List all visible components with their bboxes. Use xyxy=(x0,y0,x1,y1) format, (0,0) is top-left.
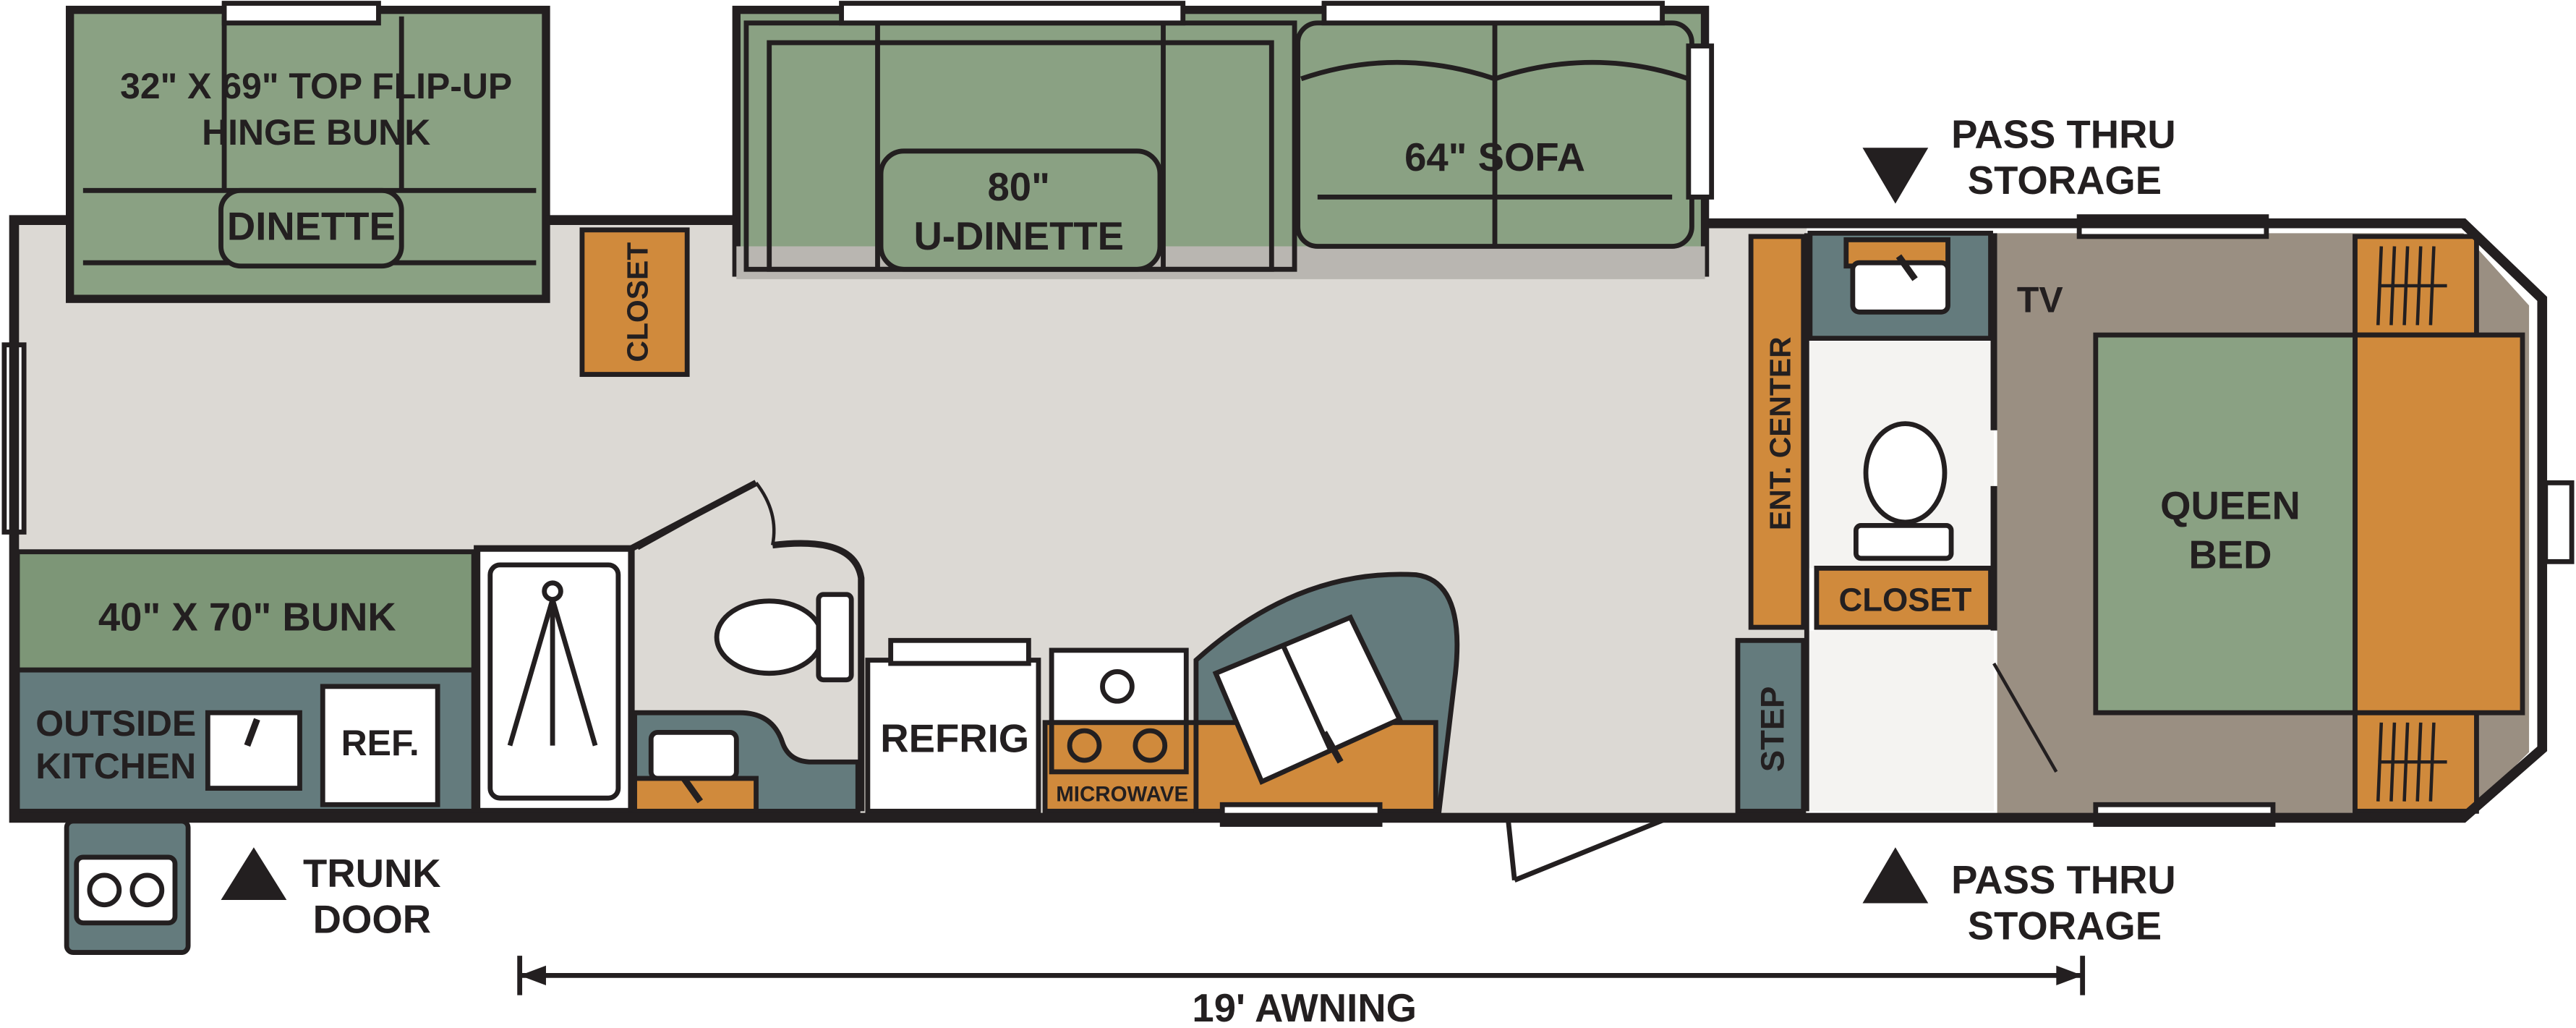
label-queen-bed-1: QUEEN xyxy=(2160,483,2300,527)
closet-front xyxy=(579,227,690,377)
window xyxy=(839,1,1186,26)
closet-bath xyxy=(1814,566,1993,630)
toilet-icon xyxy=(714,592,854,683)
entry-door xyxy=(1505,817,1517,881)
awning-arrow-left xyxy=(519,965,546,985)
queen-bed xyxy=(2093,332,2358,715)
awning-arrow-right xyxy=(2056,965,2083,985)
label-step: STEP xyxy=(1754,687,1791,773)
label-bunk: 40" X 70" BUNK xyxy=(98,595,396,640)
label-pass-thru-top-2: STORAGE xyxy=(1968,158,2162,203)
faucet xyxy=(1895,254,1918,281)
headboard xyxy=(2353,332,2525,715)
label-u-dinette-2: U-DINETTE xyxy=(913,214,1123,258)
window xyxy=(1686,43,1715,200)
label-trunk-door-2: DOOR xyxy=(313,897,431,941)
stove-burner-icon xyxy=(1067,728,1102,763)
u-dinette-table xyxy=(878,148,1163,272)
label-ent-center: ENT. CENTER xyxy=(1764,336,1797,530)
bunk-area xyxy=(14,549,477,673)
window xyxy=(221,1,381,26)
refrigerator-top xyxy=(888,637,1031,666)
toilet-icon xyxy=(1854,421,1954,561)
stove xyxy=(1049,647,1189,726)
bath-door xyxy=(636,481,757,551)
stove-burner-icon xyxy=(129,872,165,908)
shower-icon xyxy=(507,580,598,747)
hangers-top xyxy=(2376,246,2447,326)
label-dinette: DINETTE xyxy=(227,204,396,248)
label-awning: 19' AWNING xyxy=(1192,986,1417,1028)
label-pass-thru-bottom-2: STORAGE xyxy=(1968,904,2162,948)
sink-icon xyxy=(648,730,739,781)
ent-center xyxy=(1748,234,1807,630)
window xyxy=(2543,480,2575,564)
step xyxy=(1735,637,1807,814)
triangle-arrow-icon xyxy=(1862,847,1929,904)
label-trunk-door-1: TRUNK xyxy=(303,851,441,896)
label-pass-thru-bottom-1: PASS THRU xyxy=(1951,858,2176,902)
stove-burner-icon xyxy=(1100,669,1135,704)
label-closet-front: CLOSET xyxy=(621,242,654,362)
label-tv: TV xyxy=(2017,279,2063,320)
small-ref xyxy=(320,684,440,807)
triangle-arrow-icon xyxy=(1862,148,1929,204)
label-outside-kitchen-1: OUTSIDE xyxy=(35,703,196,744)
label-sofa: 64" SOFA xyxy=(1404,135,1585,179)
label-closet-bath: CLOSET xyxy=(1838,581,1971,618)
stove-burner-icon xyxy=(87,872,122,908)
sink-icon xyxy=(1850,260,1950,315)
label-flip-bunk-1: 32" X 69" TOP FLIP-UP xyxy=(120,66,512,106)
sofa-back xyxy=(1300,59,1689,82)
label-microwave: MICROWAVE xyxy=(1056,783,1188,807)
label-outside-kitchen-2: KITCHEN xyxy=(35,746,196,786)
dinette-table xyxy=(218,187,404,269)
label-refrig: REFRIG xyxy=(880,717,1029,761)
faucet xyxy=(244,718,260,747)
label-pass-thru-top-1: PASS THRU xyxy=(1951,112,2176,156)
bedroom-door xyxy=(1992,662,2058,773)
hangers-bottom xyxy=(2376,722,2447,802)
entry-door xyxy=(1513,815,1670,883)
label-flip-bunk-2: HINGE BUNK xyxy=(202,112,430,153)
sink-icon xyxy=(1212,614,1403,786)
triangle-arrow-icon xyxy=(221,847,287,900)
bath-door-swing xyxy=(754,481,776,546)
outer-wall xyxy=(9,215,2548,823)
label-u-dinette-1: 80" xyxy=(988,165,1050,209)
label-queen-bed-2: BED xyxy=(2188,532,2272,577)
stove-burner-icon xyxy=(1133,728,1168,763)
label-ref-small: REF. xyxy=(341,723,419,763)
window xyxy=(1321,1,1665,26)
faucet xyxy=(681,776,704,804)
refrigerator xyxy=(865,658,1041,814)
rear-hall-floor xyxy=(1807,630,1995,812)
